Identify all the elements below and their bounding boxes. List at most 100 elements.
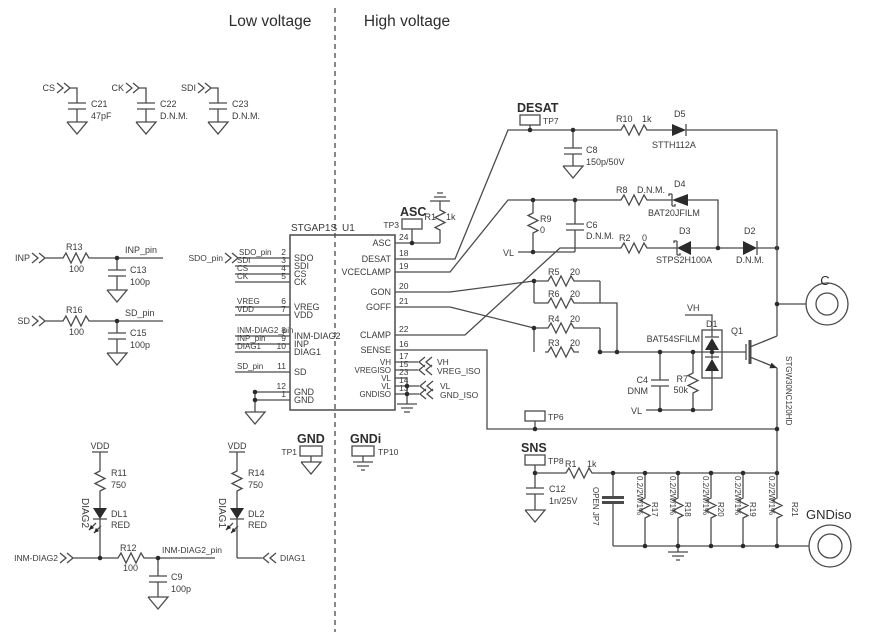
d1-ref: D1 [706, 319, 718, 329]
c12-val: 1n/25V [549, 496, 578, 506]
r16-val: 100 [69, 327, 84, 337]
c22-ref: C22 [160, 99, 177, 109]
pin-num: 18 [399, 248, 409, 258]
pin-num: 6 [281, 296, 286, 306]
pin-num: 15 [399, 359, 409, 369]
q1-part: STGW30NC120HD [784, 356, 793, 426]
tp6-label: TP6 [548, 412, 564, 422]
net-label-inp-pin: INP_pin [125, 245, 157, 255]
gndiso-label: GNDiso [806, 507, 852, 522]
r7-ref: R7 [676, 374, 688, 384]
pin-num: 14 [399, 375, 409, 385]
r11-ref: R11 [111, 468, 127, 478]
inm-diag2-ext-label: INM-DIAG2 [14, 553, 58, 563]
vdd-label-1: VDD [90, 441, 110, 451]
wire-label-vreg: VREG [237, 297, 260, 306]
pin-num: 5 [281, 271, 286, 281]
dl1-ref: DL1 [111, 509, 128, 519]
ground-test-points: GND TP1 GNDi TP10 [281, 432, 399, 476]
pin-num: 19 [399, 261, 409, 271]
pin-num: 9 [281, 333, 286, 343]
pin-name-diag1: DIAG1 [294, 347, 321, 357]
pin-name-ck: CK [294, 277, 307, 287]
r13-val: 100 [69, 264, 84, 274]
c4-ref: C4 [636, 375, 648, 385]
r6-ref: R6 [548, 289, 560, 299]
pin-name-vregiso: VREGISO [355, 366, 391, 375]
net-label-inp: INP [15, 253, 30, 263]
ic-body [289, 234, 396, 411]
d3-ref: D3 [679, 226, 691, 236]
tp10-pad [351, 445, 375, 457]
c9-ref: C9 [171, 572, 183, 582]
d2-part: D.N.M. [736, 255, 764, 265]
r10-ref: R10 [616, 114, 633, 124]
low-voltage-title: Low voltage [229, 13, 312, 30]
pin-num: 4 [281, 263, 286, 273]
r13-ref: R13 [66, 242, 83, 252]
ic-refdes: U1 [342, 223, 355, 234]
r17-ref: R17 [650, 502, 659, 517]
c23-val: D.N.M. [232, 111, 260, 121]
wire-label-sd-pin: SD_pin [237, 362, 263, 371]
pin-name-vl23: VL [381, 374, 391, 383]
asc-label: ASC [400, 205, 426, 219]
pin-num: 7 [281, 304, 286, 314]
tp1-label: TP1 [281, 447, 297, 457]
pin-name-vh: VH [380, 358, 391, 367]
ic-stgap1s: STGAP1S U1 2 3 4 5 6 7 8 9 10 11 12 1 SD… [277, 223, 409, 411]
r19-val: 0.2/2W/1% [733, 476, 742, 515]
inp-filter: INP R13 100 INP_pin C13 100p [15, 242, 163, 304]
input-cap-cs: CS C21 47pF [42, 82, 112, 136]
vdd-label-2: VDD [227, 441, 247, 451]
net-label-ck: CK [111, 83, 124, 93]
ext-gndiso-label: GND_ISO [440, 390, 479, 400]
ext-vl-label: VL [440, 381, 451, 391]
d1-part: BAT54SFILM [647, 334, 700, 344]
pin-name-clamp: CLAMP [360, 330, 391, 340]
gate-resistors: R5 20 R6 20 R4 20 R3 20 [395, 267, 746, 359]
pin-num: 20 [399, 281, 409, 291]
r1-sns-ref: R1 [565, 459, 577, 469]
c9-val: 100p [171, 584, 191, 594]
wire-label-inp-pin: INP_pin [237, 334, 265, 343]
gndi-label: GNDi [350, 432, 381, 446]
r3-ref: R3 [548, 338, 560, 348]
pin-name-vceclamp: VCECLAMP [341, 267, 391, 277]
r2-val: 0 [642, 233, 647, 243]
r20-ref: R20 [716, 502, 725, 517]
net-label-sd: SD [17, 316, 30, 326]
asc-net: ASC TP3 R1 1k [383, 192, 456, 246]
pin-num: 17 [399, 351, 409, 361]
tp8-label: TP8 [548, 456, 564, 466]
c8-val: 150p/50V [586, 157, 625, 167]
wire-label-ck: CK [237, 272, 249, 281]
pin-name-vreg: VREG [294, 302, 320, 312]
gate-clamp-parts: VH D1 BAT54SFILM C4 DNM R7 50k VL [628, 303, 723, 416]
c13-ref: C13 [130, 265, 147, 275]
diag1-net-label: DIAG1 [216, 498, 227, 528]
tp3-label: TP3 [383, 220, 399, 230]
r1-asc-val: 1k [446, 212, 456, 222]
ext-vregiso-label: VREG_ISO [437, 366, 481, 376]
wire-label-sdi: SDI [237, 256, 250, 265]
wire-label-inm-diag2-pin: INM-DIAG2_pin [237, 326, 293, 335]
desat-label: DESAT [517, 101, 559, 115]
diag1-ext-label: DIAG1 [280, 553, 306, 563]
r21-ref: R21 [790, 502, 799, 517]
r9-ref: R9 [540, 214, 552, 224]
c21-ref: C21 [91, 99, 108, 109]
d2-ref: D2 [744, 226, 756, 236]
r4-val: 20 [570, 314, 580, 324]
c13-val: 100p [130, 277, 150, 287]
pin-name-sdi: SDI [294, 261, 309, 271]
gndiso-terminal-inner [817, 533, 843, 559]
c21-val: 47pF [91, 111, 112, 121]
r14-val: 750 [248, 480, 263, 490]
r9-val: 0 [540, 225, 545, 235]
ic-part: STGAP1S [291, 223, 337, 234]
inm-diag2-pin-label: INM-DIAG2_pin [162, 545, 222, 555]
diag2-net-label: DIAG2 [79, 498, 90, 528]
input-cap-ck: CK C22 D.N.M. [111, 82, 188, 136]
pin-num: 22 [399, 324, 409, 334]
